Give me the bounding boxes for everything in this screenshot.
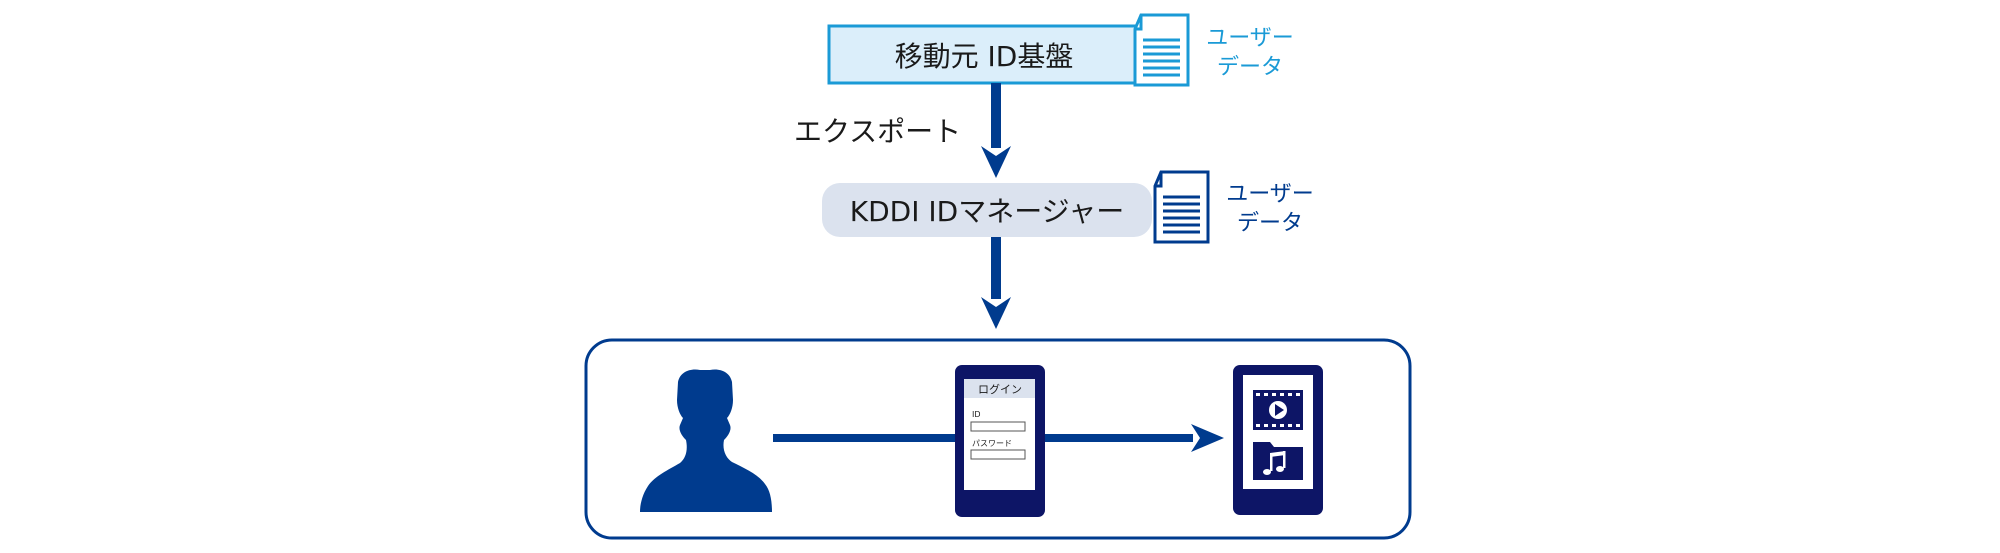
arrow-down-icon (981, 237, 1011, 329)
source-node-label: 移動元 ID基盤 (894, 39, 1074, 73)
document-icon (1133, 13, 1190, 87)
document-icon (1153, 170, 1210, 244)
login-screen-title: ログイン (978, 383, 1022, 396)
smartphone-login-icon (955, 365, 1045, 517)
video-icon (1253, 390, 1303, 430)
manager-user-data-label: ユーザー データ (1226, 182, 1314, 236)
connector-line (773, 434, 955, 442)
source-node-box (827, 24, 1141, 85)
arrow-down-icon (981, 83, 1011, 178)
source-user-data-label: ユーザー データ (1206, 26, 1294, 80)
manager-node-box (822, 183, 1152, 237)
manager-node-label: KDDI IDマネージャー (849, 195, 1125, 228)
arrow-right-icon (1045, 424, 1224, 452)
user-silhouette-icon (640, 369, 772, 512)
music-folder-icon (1253, 442, 1303, 480)
login-id-label: ID (972, 410, 981, 419)
smartphone-content-icon (1233, 365, 1323, 515)
export-edge-label: エクスポート (794, 115, 962, 148)
login-password-label: パスワード (972, 439, 1012, 448)
